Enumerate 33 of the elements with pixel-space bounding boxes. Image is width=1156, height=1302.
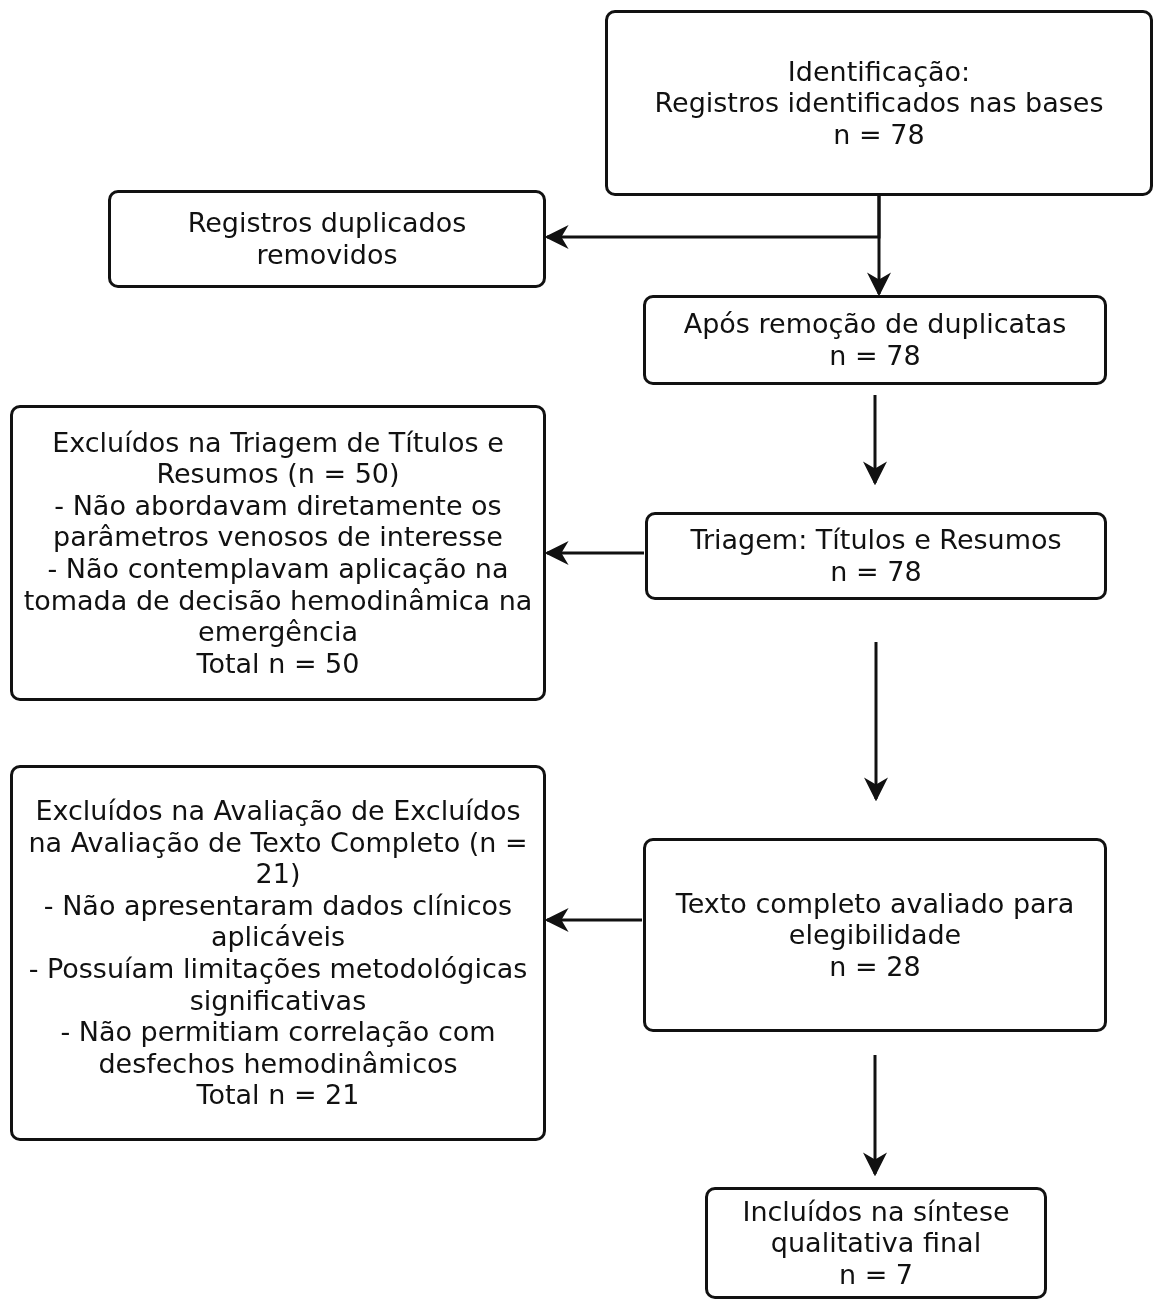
process-box xyxy=(10,405,546,701)
box-text: - Não permitiam correlação com desfechos hemodinâmicos xyxy=(59,1016,497,1080)
arrow xyxy=(867,196,891,297)
box-text: Registros identificados nas bases xyxy=(654,87,1104,119)
process-box xyxy=(108,190,546,288)
process-box xyxy=(643,838,1107,1032)
box-text: Registros duplicados removidos xyxy=(186,207,468,271)
arrow xyxy=(863,1055,887,1177)
box-text: Identificação: xyxy=(787,55,971,88)
arrow xyxy=(544,541,644,565)
process-box xyxy=(645,512,1107,600)
process-box xyxy=(605,10,1153,196)
process-box xyxy=(705,1187,1047,1299)
box-text: Total n = 50 xyxy=(196,647,360,680)
arrow xyxy=(544,908,642,932)
box-text: - Não contemplavam aplicação na tomada de decisão hemodinâmica na emergência xyxy=(22,553,534,648)
process-box xyxy=(10,765,546,1141)
process-box xyxy=(643,295,1107,385)
box-text: Triagem: Títulos e Resumos xyxy=(690,524,1062,556)
box-text: Após remoção de duplicatas xyxy=(683,308,1067,340)
box-text: Excluídos na Triagem de Títulos e Resumos (n = 50) xyxy=(51,426,505,490)
box-text: n = 7 xyxy=(838,1258,914,1291)
box-text: - Não abordavam diretamente os parâmetros venosos de interesse xyxy=(52,489,504,553)
box-text: n = 78 xyxy=(830,556,922,588)
box-text: n = 78 xyxy=(833,118,925,151)
box-text: - Possuíam limitações metodológicas significativas xyxy=(27,953,529,1017)
arrow xyxy=(863,395,887,486)
box-text: n = 28 xyxy=(829,950,921,983)
box-text: - Não apresentaram dados clínicos aplicáveis xyxy=(42,889,514,953)
box-text: Excluídos na Avaliação de Excluídos na Avaliação de Texto Completo (n = 21) xyxy=(27,795,529,890)
box-text: n = 78 xyxy=(829,340,921,372)
arrow xyxy=(864,642,888,802)
box-text: Total n = 21 xyxy=(196,1079,360,1111)
